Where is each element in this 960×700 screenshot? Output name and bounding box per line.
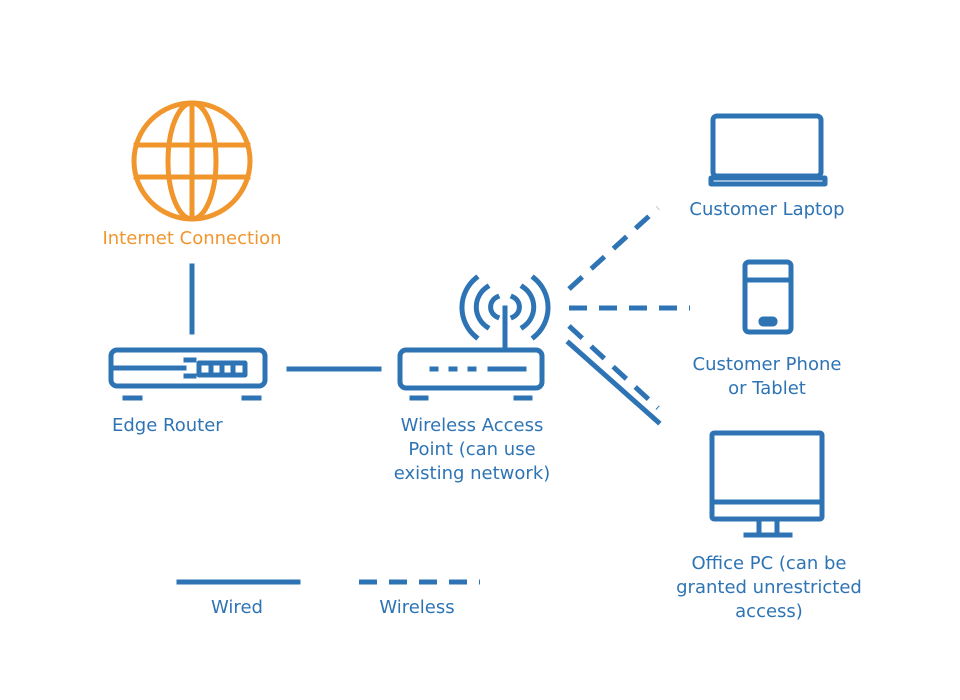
wireless-link-office-pc xyxy=(567,324,660,410)
customer-laptop-label: Customer Laptop xyxy=(689,199,845,220)
legend-wireless-label: Wireless xyxy=(379,597,455,618)
customer-phone-label: Customer Phone or Tablet xyxy=(692,354,842,399)
phone-icon xyxy=(742,259,794,335)
wifi-router-icon xyxy=(397,274,551,401)
globe-icon xyxy=(131,100,253,222)
wireless-link-laptop xyxy=(567,206,660,291)
legend-wired-label: Wired xyxy=(211,597,263,618)
internet-connection-label: Internet Connection xyxy=(102,228,282,249)
wired-link-office-pc xyxy=(565,339,662,426)
edge-router-label: Edge Router xyxy=(112,415,223,436)
monitor-icon xyxy=(709,430,825,538)
access-point-label: Wireless Access Point (can use existing … xyxy=(393,415,551,484)
laptop-icon xyxy=(708,113,828,187)
router-icon xyxy=(108,347,268,401)
office-pc-label: Office PC (can be granted unrestricted a… xyxy=(676,553,862,622)
